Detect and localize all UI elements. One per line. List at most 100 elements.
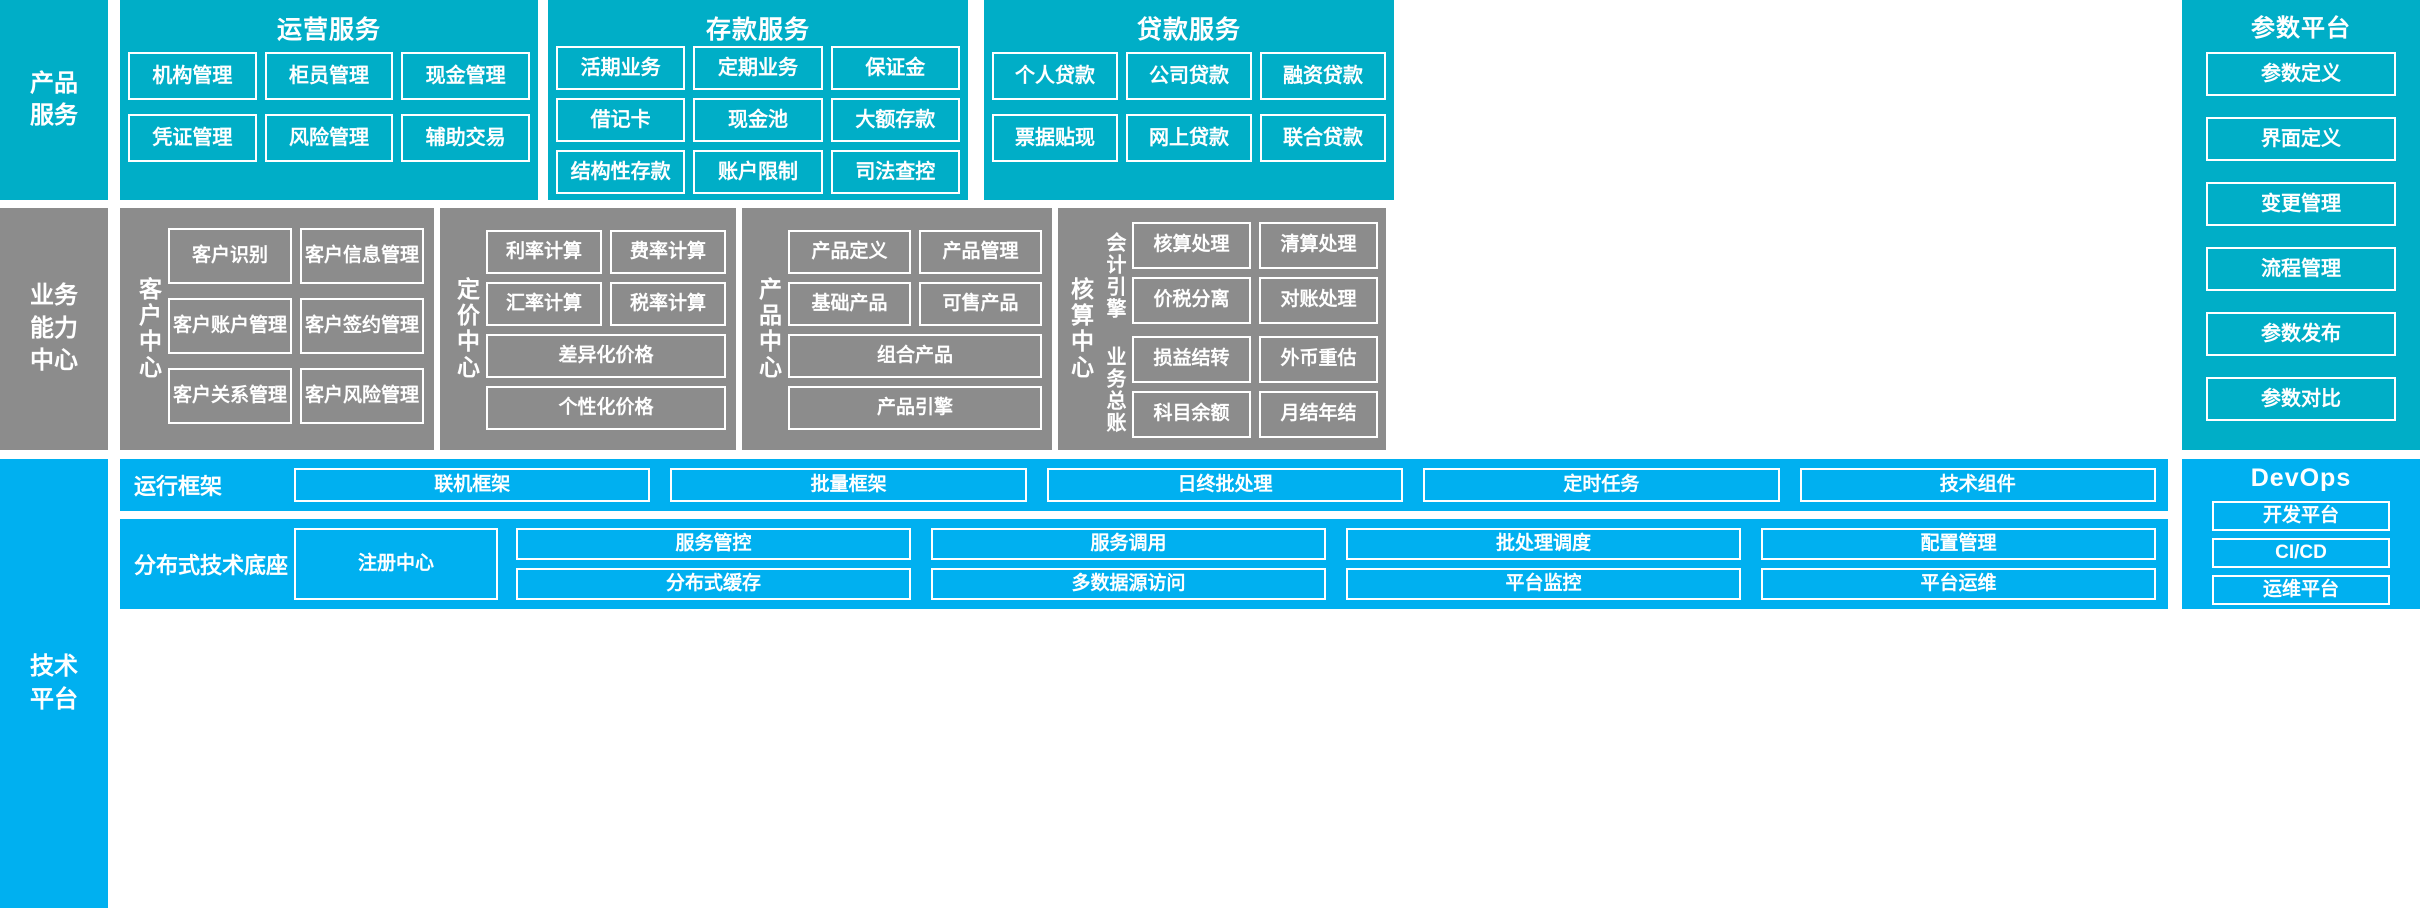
capability-box[interactable]: 产品定义: [788, 230, 911, 274]
parameter-box[interactable]: 变更管理: [2206, 182, 2396, 226]
capability-box-wide[interactable]: 组合产品: [788, 334, 1042, 378]
service-box[interactable]: 辅助交易: [401, 114, 530, 162]
center-label-customer: 客户中心: [135, 277, 162, 381]
capability-box[interactable]: 清算处理: [1259, 222, 1378, 269]
capability-box[interactable]: 外币重估: [1259, 336, 1378, 383]
service-box[interactable]: 大额存款: [830, 98, 960, 142]
capability-box-wide[interactable]: 产品引擎: [788, 386, 1042, 430]
tech-box[interactable]: 定时任务: [1423, 468, 1780, 502]
service-box[interactable]: 借记卡: [556, 98, 686, 142]
capability-box[interactable]: 产品管理: [919, 230, 1042, 274]
group-title-deposit-service: 存款服务: [705, 16, 810, 44]
parameter-platform-grid: 参数定义 界面定义 变更管理 流程管理 参数发布 参数对比: [2206, 52, 2396, 421]
tech-box[interactable]: 多数据源访问: [931, 568, 1326, 600]
tech-box[interactable]: 平台运维: [1761, 568, 2156, 600]
capability-box[interactable]: 客户关系管理: [168, 368, 292, 424]
distributed-foundation-grid: 服务管控 服务调用 批处理调度 配置管理 分布式缓存 多数据源访问 平台监控 平…: [516, 528, 2156, 600]
service-box[interactable]: 融资贷款: [1260, 52, 1386, 100]
layer-label-business-capability: 业务 能力 中心: [0, 208, 108, 450]
capability-box[interactable]: 汇率计算: [486, 282, 602, 326]
capability-box[interactable]: 税率计算: [610, 282, 726, 326]
parameter-box[interactable]: 参数发布: [2206, 312, 2396, 356]
capability-box[interactable]: 损益结转: [1132, 336, 1251, 383]
service-box[interactable]: 联合贷款: [1260, 114, 1386, 162]
center-label-accounting: 核算中心: [1067, 277, 1094, 381]
tech-box[interactable]: 服务管控: [516, 528, 911, 560]
tech-box-registry-center[interactable]: 注册中心: [294, 528, 498, 600]
capability-box[interactable]: 客户识别: [168, 228, 292, 284]
devops-box[interactable]: CI/CD: [2212, 538, 2390, 568]
service-box[interactable]: 个人贷款: [992, 52, 1118, 100]
service-box[interactable]: 柜员管理: [264, 52, 394, 100]
tech-box[interactable]: 日终批处理: [1046, 468, 1404, 502]
tech-box[interactable]: 平台监控: [1346, 568, 1741, 600]
tech-box[interactable]: 服务调用: [931, 528, 1326, 560]
capability-box[interactable]: 可售产品: [919, 282, 1042, 326]
capability-box-wide[interactable]: 个性化价格: [486, 386, 726, 430]
group-title-operation-service: 运营服务: [276, 16, 381, 44]
service-box[interactable]: 现金管理: [401, 52, 530, 100]
service-box[interactable]: 结构性存款: [556, 150, 686, 194]
parameter-box[interactable]: 参数对比: [2206, 377, 2396, 421]
capability-box[interactable]: 费率计算: [610, 230, 726, 274]
tech-box[interactable]: 技术组件: [1799, 468, 2156, 502]
service-box[interactable]: 活期业务: [556, 46, 686, 90]
capability-box[interactable]: 客户账户管理: [168, 298, 292, 354]
tech-box[interactable]: 批处理调度: [1346, 528, 1741, 560]
accounting-engine-grid: 核算处理 清算处理 价税分离 对账处理: [1132, 222, 1378, 324]
capability-box-wide[interactable]: 差异化价格: [486, 334, 726, 378]
devops-grid: 开发平台 CI/CD 运维平台: [2212, 501, 2390, 605]
tech-box[interactable]: 批量框架: [670, 468, 1027, 502]
layer-label-product-service: 产品 服务: [0, 0, 108, 200]
loan-service-grid: 个人贷款 公司贷款 融资贷款 票据贴现 网上贷款 联合贷款: [992, 52, 1386, 162]
business-capability-label-line3: 中心: [30, 347, 78, 375]
service-box[interactable]: 定期业务: [693, 46, 823, 90]
parameter-box[interactable]: 界面定义: [2206, 117, 2396, 161]
capability-box[interactable]: 客户签约管理: [300, 298, 424, 354]
service-box[interactable]: 机构管理: [128, 52, 257, 100]
center-label-pricing: 定价中心: [453, 277, 480, 381]
capability-box[interactable]: 核算处理: [1132, 222, 1251, 269]
tech-box[interactable]: 联机框架: [294, 468, 651, 502]
product-service-label-line1: 产品: [30, 69, 78, 97]
group-operation-service: 运营服务 机构管理 柜员管理 现金管理 凭证管理 风险管理 辅助交易: [120, 0, 538, 200]
capability-box[interactable]: 价税分离: [1132, 277, 1251, 324]
service-box[interactable]: 司法查控: [830, 150, 960, 194]
capability-box[interactable]: 客户信息管理: [300, 228, 424, 284]
technology-platform-label-line2: 平台: [30, 685, 78, 713]
capability-box[interactable]: 月结年结: [1259, 391, 1378, 438]
tech-box[interactable]: 分布式缓存: [516, 568, 911, 600]
capability-box[interactable]: 科目余额: [1132, 391, 1251, 438]
service-box[interactable]: 账户限制: [693, 150, 823, 194]
service-box[interactable]: 网上贷款: [1126, 114, 1252, 162]
service-box[interactable]: 风险管理: [264, 114, 394, 162]
capability-box[interactable]: 客户风险管理: [300, 368, 424, 424]
business-capability-label-line2: 能力: [30, 314, 78, 342]
group-loan-service: 贷款服务 个人贷款 公司贷款 融资贷款 票据贴现 网上贷款 联合贷款: [984, 0, 1394, 200]
tech-box[interactable]: 配置管理: [1761, 528, 2156, 560]
group-deposit-service: 存款服务 活期业务 定期业务 保证金 借记卡 现金池 大额存款 结构性存款 账户…: [548, 0, 968, 200]
product-center-grid: 产品定义 产品管理 基础产品 可售产品 组合产品 产品引擎: [788, 230, 1042, 430]
operation-service-grid: 机构管理 柜员管理 现金管理 凭证管理 风险管理 辅助交易: [128, 52, 530, 162]
service-box[interactable]: 保证金: [830, 46, 960, 90]
parameter-box[interactable]: 参数定义: [2206, 52, 2396, 96]
capability-box[interactable]: 基础产品: [788, 282, 911, 326]
technology-platform-label-line1: 技术: [30, 653, 78, 681]
service-box[interactable]: 票据贴现: [992, 114, 1118, 162]
pricing-center-grid: 利率计算 费率计算 汇率计算 税率计算 差异化价格 个性化价格: [486, 230, 726, 430]
row-distributed-foundation: 分布式技术底座 注册中心 服务管控 服务调用 批处理调度 配置管理 分布式缓存 …: [120, 519, 2168, 609]
capability-box[interactable]: 利率计算: [486, 230, 602, 274]
parameter-box[interactable]: 流程管理: [2206, 247, 2396, 291]
row-label-runtime-framework: 运行框架: [134, 474, 223, 499]
service-box[interactable]: 公司贷款: [1126, 52, 1252, 100]
business-capability-label-line1: 业务: [30, 282, 78, 310]
service-box[interactable]: 凭证管理: [128, 114, 257, 162]
capability-box[interactable]: 对账处理: [1259, 277, 1378, 324]
product-service-label-line2: 服务: [30, 102, 78, 129]
devops-box[interactable]: 运维平台: [2212, 575, 2390, 605]
column-devops: DevOps 开发平台 CI/CD 运维平台: [2182, 459, 2420, 609]
devops-box[interactable]: 开发平台: [2212, 501, 2390, 531]
service-box[interactable]: 现金池: [693, 98, 823, 142]
parameter-platform-title: 参数平台: [2251, 15, 2351, 42]
